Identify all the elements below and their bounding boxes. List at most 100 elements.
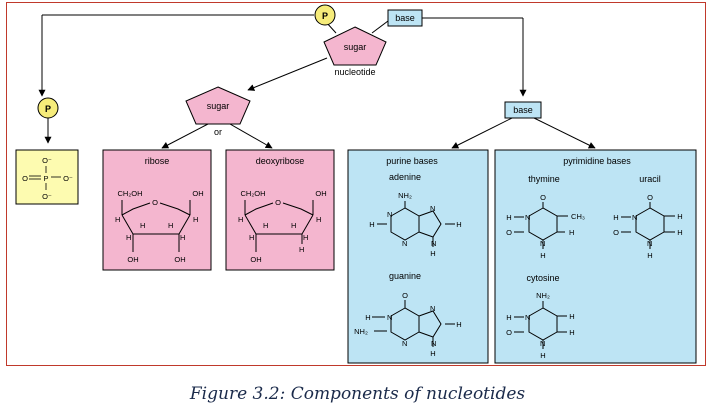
ribose-panel: ribose CH₂OH OH O H H H H H H OH OH <box>102 149 212 271</box>
cytosine-h-right-top: H <box>569 312 574 321</box>
deoxyribose-h-1: H <box>238 215 243 224</box>
ribose-h-6: H <box>168 221 173 230</box>
thymine-n3: N <box>525 213 530 222</box>
ribose-h-3: H <box>126 233 131 242</box>
ribose-ch2oh: CH₂OH <box>118 189 143 198</box>
phosphate-o-bottom: O⁻ <box>42 192 52 201</box>
phosphate-o-left: O <box>22 174 28 183</box>
ribose-h-5: H <box>140 221 145 230</box>
cytosine-n3: N <box>525 313 530 322</box>
deoxyribose-h-3: H <box>249 233 254 242</box>
guanine-h-left: H <box>365 313 370 322</box>
deoxyribose-panel: deoxyribose CH₂OH OH O H H H H H H H OH <box>225 149 335 271</box>
arrow-to-sugar <box>247 57 328 91</box>
ribose-ring <box>121 200 191 235</box>
adenine-structure: NH₂ H N N N N H H <box>369 191 461 258</box>
ribose-oh-bottom-right: OH <box>174 255 185 264</box>
ribose-oh-bottom-left: OH <box>127 255 138 264</box>
uracil-structure: O H N O N H H H <box>613 193 683 260</box>
uracil-h-right: H <box>677 228 682 237</box>
phosphate-structure-box <box>15 149 79 205</box>
cytosine-h-right: H <box>569 328 574 337</box>
nucleotide-diagram: P sugar nucleotide base P O⁻ O P O⁻ O⁻ s… <box>15 4 697 364</box>
adenine-nh2: NH₂ <box>398 191 412 200</box>
uracil-h-right-top: H <box>677 212 682 221</box>
cytosine-nh2: NH₂ <box>536 291 550 300</box>
base-box-top <box>387 9 423 27</box>
phosphate-label-top: P <box>322 11 328 21</box>
uracil-h-left: H <box>613 213 618 222</box>
thymine-structure: O H N O N CH₃ H H <box>506 193 585 260</box>
adenine-n7: N <box>430 204 435 213</box>
base-branch: base purine bases adenine NH₂ H N N N N … <box>347 101 697 364</box>
pyrimidine-title: pyrimidine bases <box>563 156 631 166</box>
bond-sugar-base <box>371 20 389 34</box>
sugar-label-mid: sugar <box>207 101 230 111</box>
guanine-n1: N <box>387 313 392 322</box>
cytosine-h-bottom: H <box>540 351 545 360</box>
uracil-o-left: O <box>613 228 619 237</box>
deoxyribose-h-4: H <box>303 233 308 242</box>
deoxyribose-ring <box>244 200 314 235</box>
adenine-rings <box>390 201 442 241</box>
cytosine-structure: NH₂ H N O N H H H <box>506 291 575 360</box>
purine-box <box>347 149 489 364</box>
ribose-h-1: H <box>115 215 120 224</box>
sugar-label-top: sugar <box>344 42 367 52</box>
sugar-pentagon-mid <box>185 86 251 125</box>
thymine-h-right: H <box>569 228 574 237</box>
base-label-top: base <box>395 13 415 23</box>
adenine-h-bottom: H <box>430 249 435 258</box>
purine-panel: purine bases adenine NH₂ H N N N N H H g… <box>347 149 489 364</box>
deoxyribose-oh-bottom: OH <box>250 255 261 264</box>
deoxyribose-box <box>225 149 335 271</box>
thymine-o-top: O <box>540 193 546 202</box>
deoxyribose-title: deoxyribose <box>256 156 305 166</box>
guanine-structure: O H N NH₂ N N N H H <box>354 291 462 358</box>
adenine-h-left: H <box>369 220 374 229</box>
thymine-n1: N <box>540 239 545 248</box>
purine-title: purine bases <box>386 156 438 166</box>
phosphate-p: P <box>43 174 48 183</box>
cytosine-h-left: H <box>506 313 511 322</box>
adenine-n3: N <box>402 239 407 248</box>
guanine-n7: N <box>430 304 435 313</box>
cytosine-o-left: O <box>506 328 512 337</box>
deoxyribose-ring-o: O <box>275 198 281 207</box>
ribose-h-4: H <box>180 233 185 242</box>
guanine-o: O <box>402 291 408 300</box>
deoxyribose-oh-right: OH <box>315 189 326 198</box>
thymine-o-left: O <box>506 228 512 237</box>
deoxyribose-h-5: H <box>263 221 268 230</box>
uracil-label: uracil <box>639 174 661 184</box>
thymine-h-left: H <box>506 213 511 222</box>
base-label-mid: base <box>513 105 533 115</box>
uracil-h-bottom: H <box>647 251 652 260</box>
deoxyribose-ch2oh: CH₂OH <box>241 189 266 198</box>
ribose-ring-o: O <box>152 198 158 207</box>
arrow-to-pyrimidine <box>533 117 596 149</box>
guanine-h-bottom: H <box>430 349 435 358</box>
nucleotide-label: nucleotide <box>334 67 375 77</box>
adenine-h-right: H <box>456 220 461 229</box>
uracil-n1: N <box>647 239 652 248</box>
guanine-n3: N <box>402 339 407 348</box>
ribose-title: ribose <box>145 156 170 166</box>
arrow-to-purine <box>451 117 513 149</box>
phosphate-circle-top <box>314 4 336 26</box>
uracil-o-top: O <box>647 193 653 202</box>
ribose-box <box>102 149 212 271</box>
nucleotide-group: P sugar nucleotide base <box>38 4 527 97</box>
adenine-label: adenine <box>389 172 421 182</box>
base-box-mid <box>504 101 542 119</box>
deoxyribose-h-2: H <box>316 215 321 224</box>
sugar-branch: sugar or ribose CH₂OH OH O H H H H H H O… <box>102 86 335 271</box>
phosphate-o-right: O⁻ <box>63 174 73 183</box>
thymine-ch3: CH₃ <box>571 212 585 221</box>
cytosine-n1: N <box>540 339 545 348</box>
phosphate-label-left: P <box>45 104 51 114</box>
pyrimidine-box <box>494 149 697 364</box>
guanine-nh2: NH₂ <box>354 327 368 336</box>
deoxyribose-h-6: H <box>291 221 296 230</box>
arrow-to-deoxyribose <box>229 123 273 149</box>
